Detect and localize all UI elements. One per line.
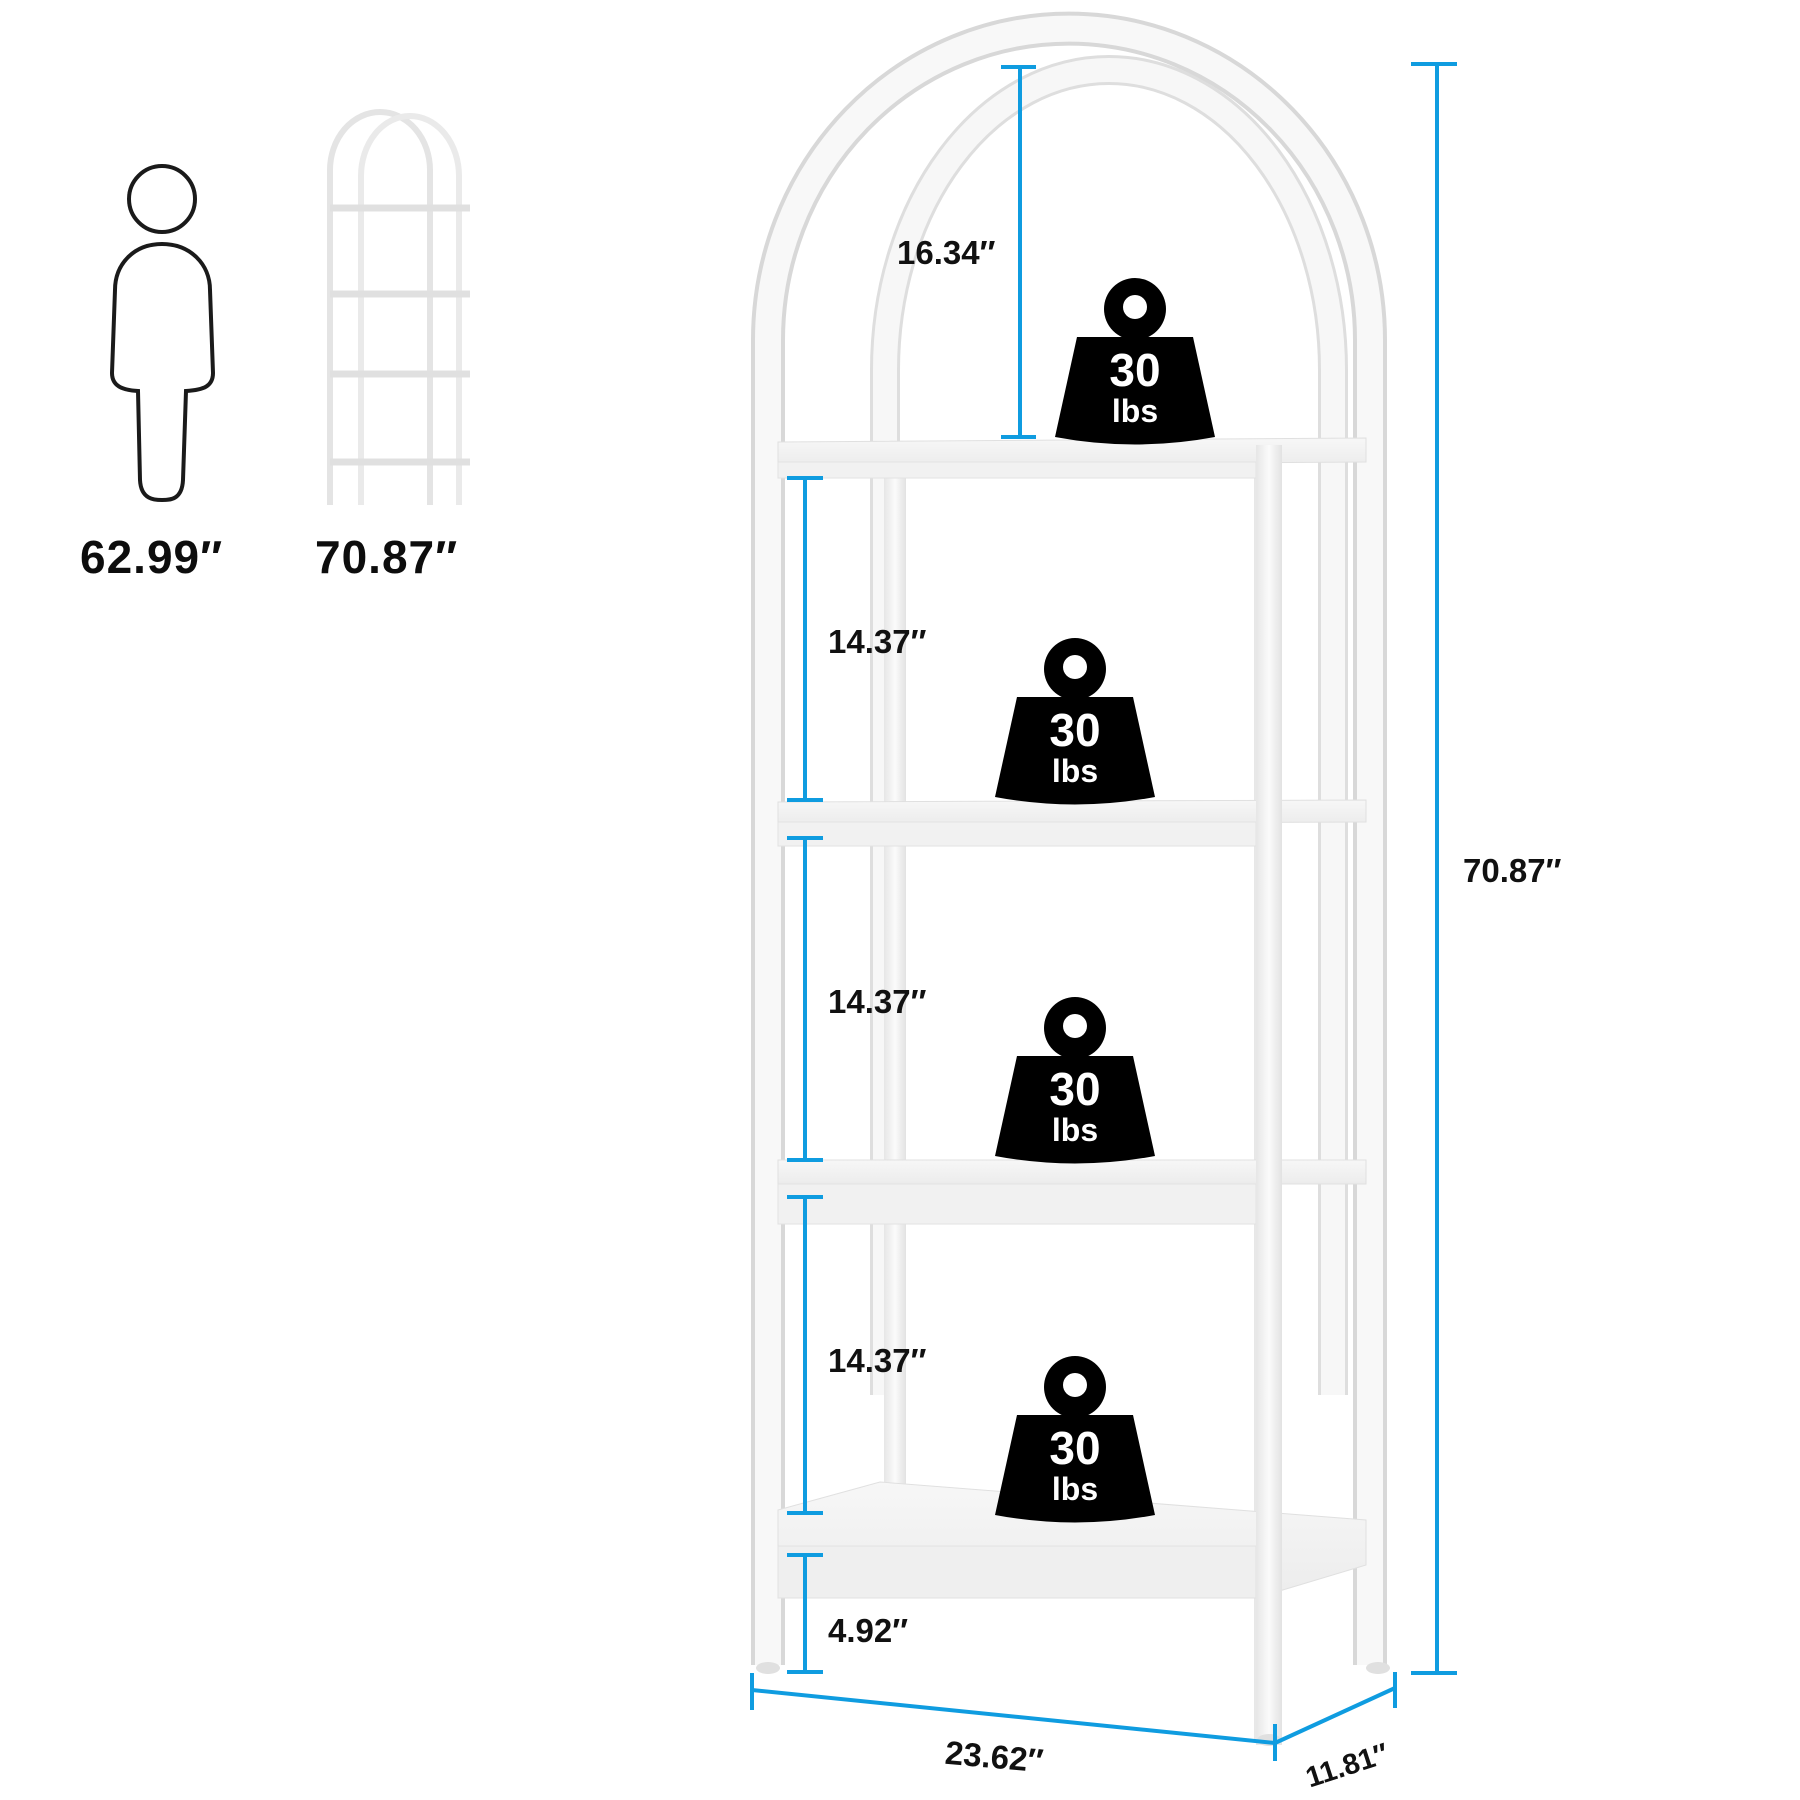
- weight-unit: lbs: [1111, 393, 1159, 429]
- dimension-lines: [750, 62, 1457, 1761]
- shelf-height-label: 70.87″: [315, 531, 459, 583]
- weight-icon-3: [995, 997, 1155, 1164]
- weight-unit: lbs: [1051, 1471, 1099, 1507]
- person-icon: [109, 164, 216, 503]
- weight-label-4: 30 lbs: [1015, 1425, 1135, 1505]
- weight-value: 30: [1049, 1063, 1101, 1115]
- weight-value: 30: [1109, 344, 1161, 396]
- person-height-label: 62.99″: [80, 531, 224, 583]
- bottom-clearance-label: 4.92″: [828, 1612, 909, 1649]
- bookshelf-main: [751, 11, 1390, 1746]
- shelf-4: [777, 1481, 1367, 1599]
- shelf-2: [777, 799, 1367, 847]
- shelf-gap-1-label: 14.37″: [828, 623, 927, 660]
- weight-label-3: 30 lbs: [1015, 1066, 1135, 1146]
- weight-unit: lbs: [1051, 753, 1099, 789]
- top-clearance-label: 16.34″: [897, 234, 996, 271]
- weight-label-1: 30 lbs: [1075, 347, 1195, 427]
- weight-icon-2: [995, 638, 1155, 805]
- weight-value: 30: [1049, 704, 1101, 756]
- shelf-3: [777, 1159, 1367, 1225]
- weight-icon-4: [995, 1356, 1155, 1523]
- weight-icon-1: [1055, 278, 1215, 445]
- shelf-gap-3-label: 14.37″: [828, 1342, 927, 1379]
- total-height-label: 70.87″: [1463, 852, 1562, 889]
- weight-value: 30: [1049, 1422, 1101, 1474]
- shelf-gap-2-label: 14.37″: [828, 983, 927, 1020]
- bookshelf-thumbnail: [327, 109, 470, 505]
- weight-label-2: 30 lbs: [1015, 707, 1135, 787]
- weight-unit: lbs: [1051, 1112, 1099, 1148]
